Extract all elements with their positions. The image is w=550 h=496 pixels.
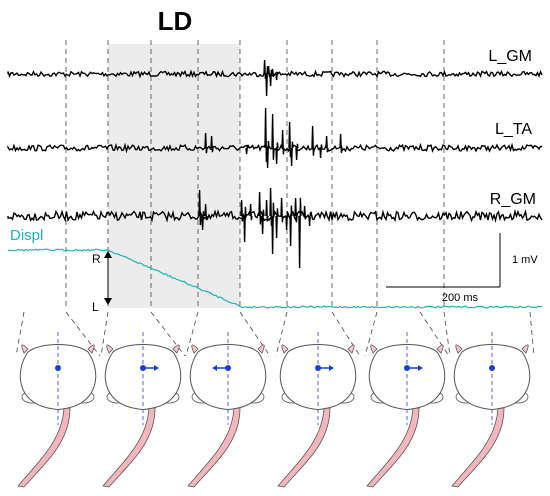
trace-label-l-ta: L_TA bbox=[495, 121, 532, 138]
tail bbox=[451, 407, 505, 488]
ear bbox=[347, 344, 355, 354]
ear bbox=[370, 344, 378, 354]
projection-lines bbox=[15, 311, 535, 357]
tail bbox=[277, 407, 331, 488]
shift-arrowhead bbox=[154, 365, 159, 371]
animal-6 bbox=[451, 332, 531, 488]
projection-line bbox=[443, 311, 451, 357]
tail bbox=[187, 407, 241, 488]
trace-label-r-gm: R_GM bbox=[490, 191, 536, 208]
axis-label-r: R bbox=[92, 252, 101, 266]
ear bbox=[455, 344, 463, 354]
trace-l-ta bbox=[7, 107, 542, 169]
tail bbox=[17, 407, 71, 488]
projection-line bbox=[529, 311, 535, 357]
ear bbox=[281, 344, 289, 354]
displacement-trace bbox=[8, 248, 543, 309]
center-marker bbox=[55, 365, 61, 371]
scale-bar-horizontal-label: 200 ms bbox=[442, 292, 479, 304]
displacement-axis bbox=[104, 251, 112, 305]
trace-l-gm bbox=[7, 59, 543, 97]
emg-traces bbox=[7, 59, 543, 269]
shift-arrowhead bbox=[212, 365, 217, 371]
ear bbox=[436, 344, 444, 354]
animal-diagrams bbox=[17, 332, 531, 488]
animal-4 bbox=[277, 332, 357, 488]
projection-line bbox=[100, 311, 109, 357]
projection-line bbox=[150, 311, 186, 357]
figure-title: LD bbox=[158, 6, 193, 36]
tail bbox=[366, 407, 420, 488]
axis-label-l: L bbox=[92, 300, 99, 314]
trace-r-gm bbox=[7, 187, 543, 269]
displacement-label: Displ bbox=[10, 227, 43, 244]
ear bbox=[257, 344, 265, 354]
ear bbox=[87, 344, 95, 354]
ear bbox=[21, 344, 29, 354]
scale-bar bbox=[386, 233, 501, 288]
animal-5 bbox=[366, 332, 446, 488]
shift-arrowhead bbox=[329, 365, 334, 371]
ear bbox=[172, 344, 180, 354]
animal-3 bbox=[187, 332, 267, 488]
projection-line bbox=[275, 311, 288, 357]
projection-line bbox=[185, 311, 199, 357]
trace-label-l-gm: L_GM bbox=[488, 48, 532, 65]
ear bbox=[191, 344, 199, 354]
ear bbox=[521, 344, 529, 354]
shift-arrowhead bbox=[418, 365, 423, 371]
animal-1 bbox=[17, 332, 97, 488]
ear bbox=[106, 344, 114, 354]
tail bbox=[102, 407, 156, 488]
projection-line bbox=[364, 311, 378, 357]
scale-bar-vertical-label: 1 mV bbox=[512, 254, 538, 266]
projection-line bbox=[15, 311, 25, 357]
animal-2 bbox=[102, 332, 182, 488]
shaded-interval bbox=[108, 44, 240, 308]
center-marker bbox=[489, 365, 495, 371]
projection-line bbox=[65, 311, 101, 357]
